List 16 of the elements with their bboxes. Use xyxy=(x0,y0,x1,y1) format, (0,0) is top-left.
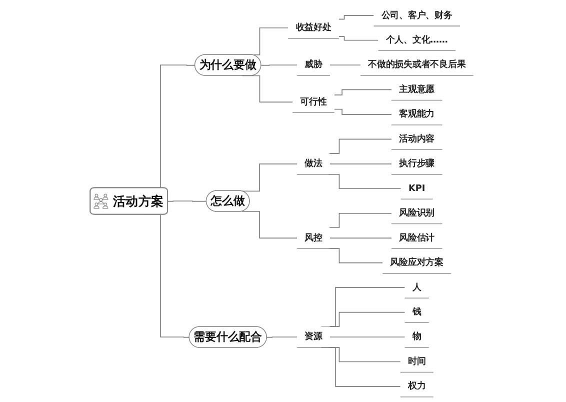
connector xyxy=(328,212,392,228)
connector xyxy=(330,336,406,338)
connector xyxy=(241,164,298,192)
connector xyxy=(328,174,402,190)
connector xyxy=(328,312,406,327)
connector xyxy=(167,200,207,202)
connector xyxy=(328,138,392,154)
connector xyxy=(266,336,298,338)
connector xyxy=(334,89,392,96)
connector xyxy=(328,248,384,264)
connector xyxy=(338,36,379,41)
connector xyxy=(260,64,298,66)
connector xyxy=(334,108,392,115)
connector xyxy=(338,15,374,20)
connector xyxy=(330,64,361,66)
connector xyxy=(241,211,298,238)
